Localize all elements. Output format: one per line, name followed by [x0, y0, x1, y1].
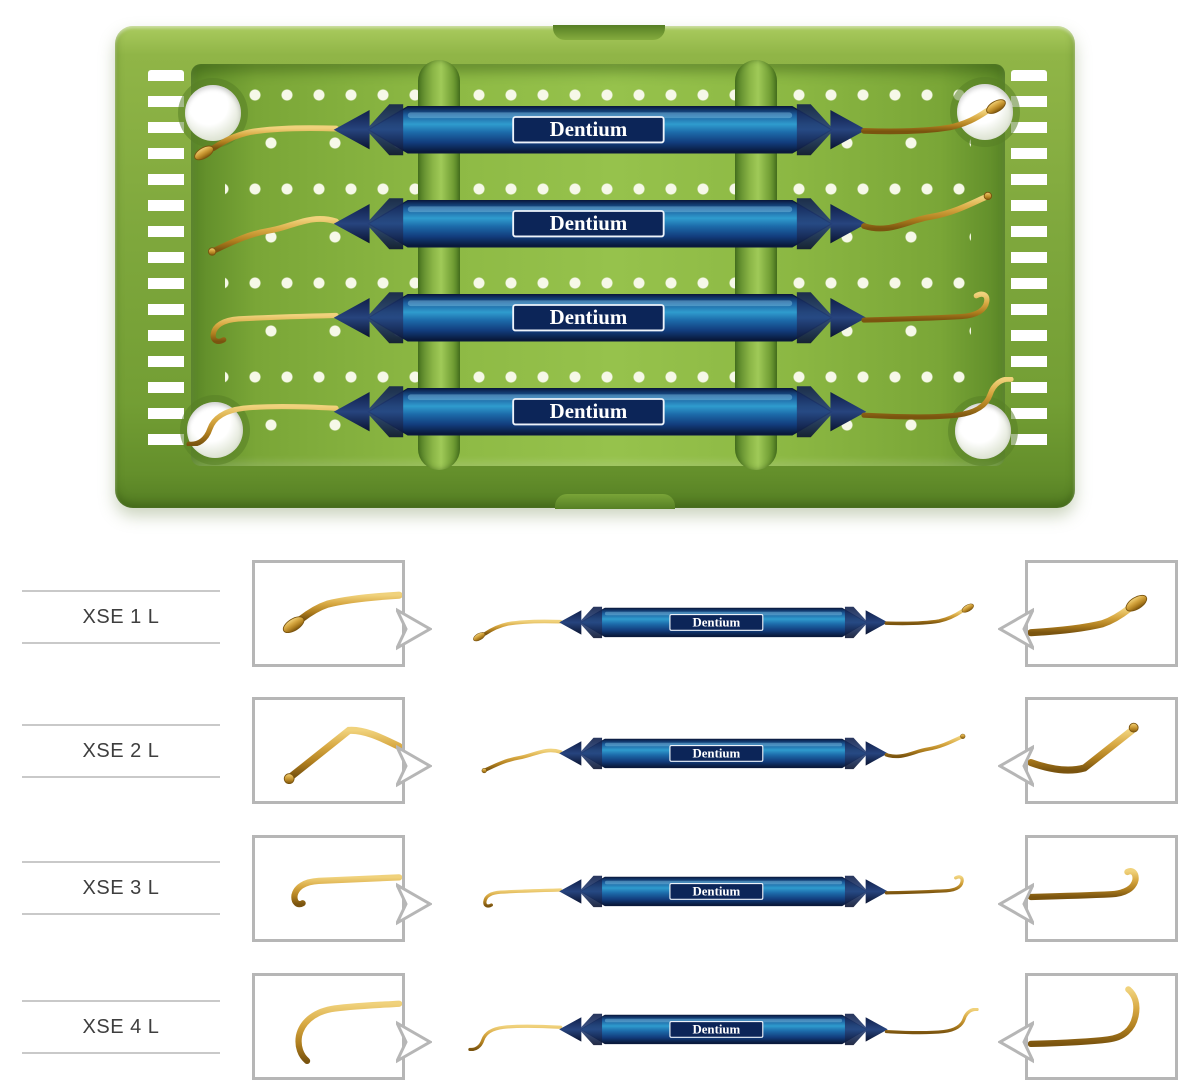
instrument-right-tip — [861, 99, 1006, 135]
row-label-text: XSE 1 L — [82, 605, 160, 628]
silicone-pad — [185, 85, 241, 141]
callout-pointer-icon — [998, 882, 1034, 925]
callout-pointer-icon — [396, 744, 432, 787]
callout-pointer-icon — [396, 607, 432, 650]
instrument-image-xse-3: Dentium — [483, 875, 964, 908]
tip-zoom-image — [291, 874, 402, 908]
tray-top-notch — [553, 25, 665, 40]
brand-label: Dentium — [550, 305, 628, 329]
brand-label: Dentium — [692, 615, 740, 629]
tip-zoom-image — [295, 1000, 402, 1065]
row-label-xse-2: XSE 2 L — [22, 724, 220, 778]
callout-pointer-icon — [396, 882, 432, 925]
instrument-left-tip — [481, 748, 563, 774]
detail-box-right-xse-3 — [998, 835, 1178, 942]
detail-box-left-xse-2 — [252, 697, 432, 804]
tip-zoom-image — [283, 726, 402, 785]
callout-pointer-icon — [396, 1020, 432, 1063]
instrument-handle: Dentium — [333, 386, 867, 438]
detail-box-left-xse-4 — [252, 973, 432, 1080]
instrument-image-xse-1: Dentium — [473, 603, 974, 642]
instrument-image-xse-2: Dentium — [481, 733, 966, 774]
instrument-right-tip — [884, 733, 966, 759]
row-label-xse-4: XSE 4 L — [22, 1000, 220, 1054]
detail-box-left-xse-3 — [252, 835, 432, 942]
instrument-left-tip — [207, 216, 339, 256]
instrument-handle: Dentium — [333, 198, 867, 250]
vent-slots-left — [148, 70, 184, 460]
instrument-right-tip — [884, 603, 974, 626]
row-label-xse-3: XSE 3 L — [22, 861, 220, 915]
instrument-left-tip — [473, 619, 563, 642]
tip-zoom-image — [282, 591, 402, 634]
detail-box-left-xse-1 — [252, 560, 432, 667]
instrument-image-xse-4: Dentium — [468, 1008, 979, 1051]
detail-box-right-xse-1 — [998, 560, 1178, 667]
instrument-right-tip — [861, 291, 990, 323]
instrument-right-tip — [884, 1008, 979, 1035]
tray-bottom-notch — [555, 494, 675, 509]
brand-label: Dentium — [692, 1022, 740, 1036]
instrument-left-tip — [194, 125, 339, 161]
instrument-handle: Dentium — [559, 1013, 888, 1046]
callout-pointer-icon — [998, 607, 1034, 650]
callout-pointer-icon — [998, 1020, 1034, 1063]
brand-label: Dentium — [550, 211, 628, 235]
instrument-right-tip — [861, 377, 1014, 420]
tray-instrument-xse-4: Dentium — [186, 377, 1014, 447]
tip-zoom-image — [1028, 722, 1139, 774]
instrument-left-tip — [483, 888, 563, 908]
tip-zoom-image — [1028, 986, 1140, 1048]
instrument-left-tip — [468, 1024, 563, 1051]
row-label-text: XSE 3 L — [82, 876, 160, 899]
row-label-text: XSE 4 L — [82, 1015, 160, 1038]
instrument-handle: Dentium — [559, 875, 888, 908]
detail-box-right-xse-4 — [998, 973, 1178, 1080]
instrument-handle: Dentium — [333, 292, 867, 344]
detail-box-right-xse-2 — [998, 697, 1178, 804]
instrument-handle: Dentium — [559, 737, 888, 770]
tray-instrument-xse-2: Dentium — [207, 191, 993, 256]
brand-label: Dentium — [692, 746, 740, 760]
vent-slots-right — [1011, 70, 1047, 460]
tray-instrument-xse-1: Dentium — [194, 99, 1006, 161]
instrument-right-tip — [861, 191, 993, 232]
instrument-right-tip — [884, 875, 964, 895]
tip-zoom-image — [1028, 594, 1148, 637]
callout-pointer-icon — [998, 744, 1034, 787]
instrument-left-tip — [186, 403, 339, 447]
row-label-text: XSE 2 L — [82, 739, 160, 762]
brand-label: Dentium — [692, 884, 740, 898]
instrument-left-tip — [210, 312, 339, 344]
brand-label: Dentium — [550, 399, 628, 423]
instrument-handle: Dentium — [333, 104, 867, 156]
instrument-handle: Dentium — [559, 606, 888, 639]
brand-label: Dentium — [550, 117, 628, 141]
tip-zoom-image — [1028, 867, 1139, 901]
sterilization-tray: Dentium Dentium — [115, 25, 1075, 509]
row-label-xse-1: XSE 1 L — [22, 590, 220, 644]
tray-instrument-xse-3: Dentium — [210, 291, 990, 344]
